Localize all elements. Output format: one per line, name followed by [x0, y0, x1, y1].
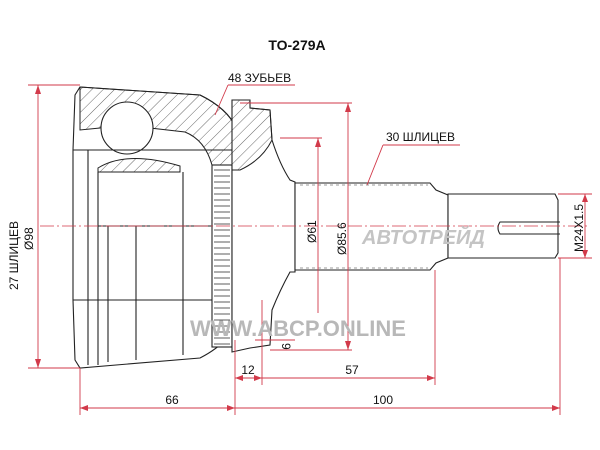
thread-label: M24X1.5 — [572, 204, 586, 252]
dim-57: 57 — [345, 363, 359, 377]
dim-12: 12 — [241, 363, 255, 377]
site-watermark: WWW.ABCP.ONLINE — [190, 316, 406, 341]
shaft-diameter-label: Ø61 — [305, 220, 319, 243]
dim-100: 100 — [373, 393, 393, 407]
flange-diameter-label: Ø85.6 — [335, 222, 349, 255]
outer-splines-label: 30 ШЛИЦЕВ — [386, 130, 455, 144]
dim-66: 66 — [165, 393, 179, 407]
dim-9: 9 — [279, 343, 293, 350]
brand-watermark: АВТОТРЕЙД — [361, 225, 485, 249]
dimension-lines — [28, 84, 592, 415]
teeth-label: 48 ЗУБЬЕВ — [228, 71, 291, 85]
outer-diameter-label: Ø98 — [22, 227, 36, 250]
inner-splines-label: 27 ШЛИЦЕВ — [7, 221, 21, 290]
ball-bearing — [100, 101, 154, 155]
abs-ring — [211, 164, 233, 348]
part-number-title: TO-279A — [268, 37, 325, 53]
outer-housing — [72, 86, 241, 369]
